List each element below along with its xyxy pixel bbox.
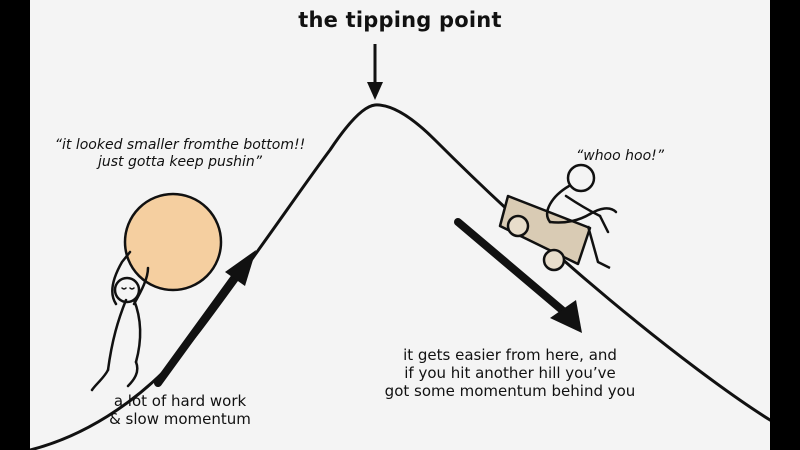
pushing-figure [90,250,150,392]
uphill-caption-line-1: a lot of hard work [113,392,247,410]
riding-figure [545,163,618,234]
uphill-caption-line-2: & slow momentum [109,410,251,428]
downhill-caption: it gets easier from here, and if you hit… [360,346,660,400]
downhill-caption-line-2: if you hit another hill you’ve [404,364,616,382]
tipping-point-title: the tipping point [298,8,502,32]
uphill-caption: a lot of hard work & slow momentum [80,392,280,428]
down-arrow-icon [367,44,383,100]
downhill-arrow-icon [454,218,582,333]
hill-illustration [30,44,770,450]
pusher-quote-line-2: just gotta keep pushin” [97,153,263,170]
rider-quote: “whoo hoo!” [575,148,665,164]
illustration-panel: the tipping point “it looked smaller fro… [30,0,770,450]
downhill-caption-line-1: it gets easier from here, and [403,346,617,364]
pusher-quote-line-1: “it looked smaller fromthe bottom!! [54,137,306,153]
cart [498,194,611,272]
pusher-quote: “it looked smaller fromthe bottom!! just… [40,137,320,171]
downhill-caption-line-3: got some momentum behind you [384,382,636,400]
boulder [123,192,223,292]
uphill-arrow-icon [154,250,256,387]
